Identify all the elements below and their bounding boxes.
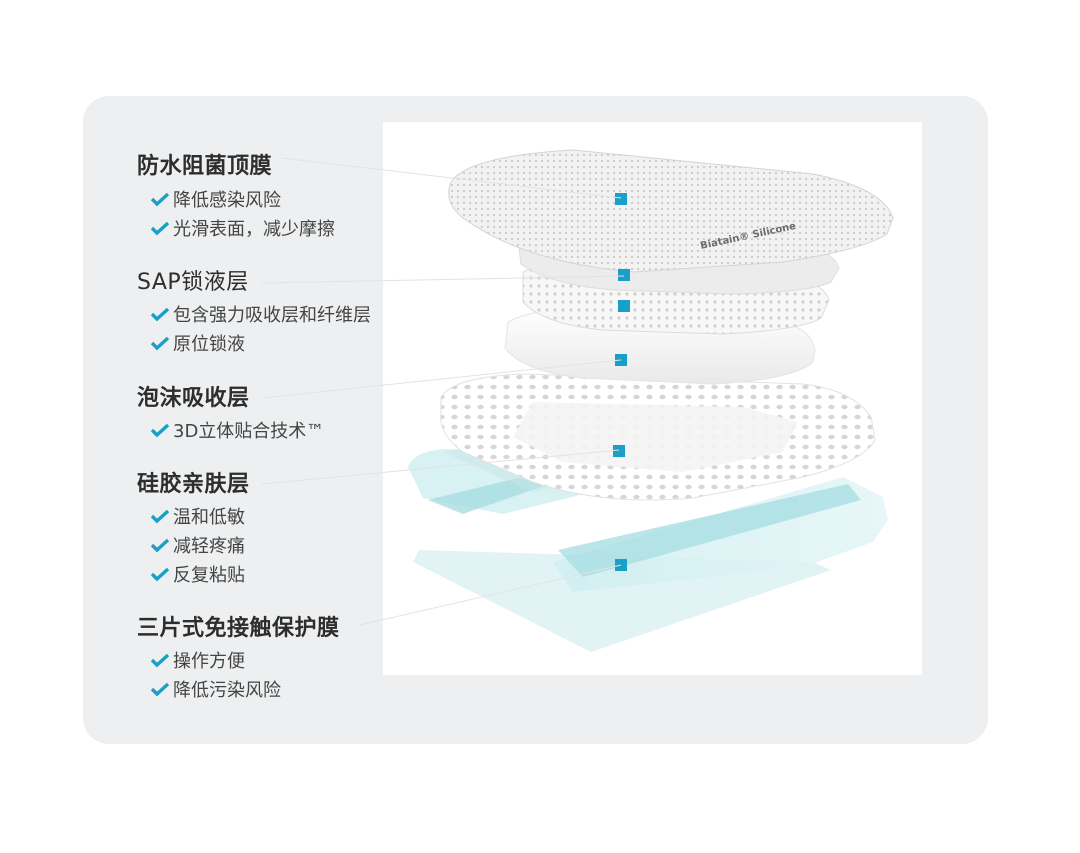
check-icon	[150, 336, 170, 351]
list-item: 包含强力吸收层和纤维层	[150, 301, 371, 327]
list-item: 原位锁液	[150, 330, 245, 356]
marker-silicone	[613, 445, 625, 457]
section-title-sap-layer: SAP锁液层	[137, 270, 249, 295]
marker-liner	[615, 559, 627, 571]
list-item-label: 温和低敏	[173, 507, 245, 528]
marker-sap-2	[618, 300, 630, 312]
list-item-label: 降低感染风险	[173, 190, 281, 211]
list-item: 操作方便	[150, 647, 245, 673]
list-item: 降低感染风险	[150, 186, 281, 212]
list-item: 减轻疼痛	[150, 532, 245, 558]
section-title-release-liner: 三片式免接触保护膜	[137, 616, 340, 641]
list-item-label: 3D立体贴合技术™	[173, 421, 325, 442]
dressing-layers-illustration: Biatain® Silicone	[383, 122, 922, 675]
check-icon	[150, 567, 170, 582]
marker-foam	[615, 354, 627, 366]
check-icon	[150, 538, 170, 553]
marker-sap-1	[618, 269, 630, 281]
list-item: 反复粘贴	[150, 561, 245, 587]
list-item-label: 操作方便	[173, 651, 245, 672]
list-item-label: 降低污染风险	[173, 680, 281, 701]
section-title-top-film: 防水阻菌顶膜	[137, 154, 273, 179]
list-item-label: 光滑表面，减少摩擦	[173, 219, 335, 240]
check-icon	[150, 307, 170, 322]
list-item: 温和低敏	[150, 503, 245, 529]
marker-top-film	[615, 193, 627, 205]
check-icon	[150, 682, 170, 697]
list-item: 降低污染风险	[150, 676, 281, 702]
section-title-foam-layer: 泡沫吸收层	[137, 386, 250, 411]
check-icon	[150, 221, 170, 236]
check-icon	[150, 509, 170, 524]
list-item-label: 反复粘贴	[173, 565, 245, 586]
list-item: 光滑表面，减少摩擦	[150, 215, 335, 241]
top-film-shape	[448, 149, 894, 273]
check-icon	[150, 192, 170, 207]
check-icon	[150, 423, 170, 438]
list-item-label: 包含强力吸收层和纤维层	[173, 305, 371, 326]
list-item-label: 减轻疼痛	[173, 536, 245, 557]
check-icon	[150, 653, 170, 668]
list-item-label: 原位锁液	[173, 334, 245, 355]
list-item: 3D立体贴合技术™	[150, 417, 324, 443]
section-title-silicone-layer: 硅胶亲肤层	[137, 472, 250, 497]
